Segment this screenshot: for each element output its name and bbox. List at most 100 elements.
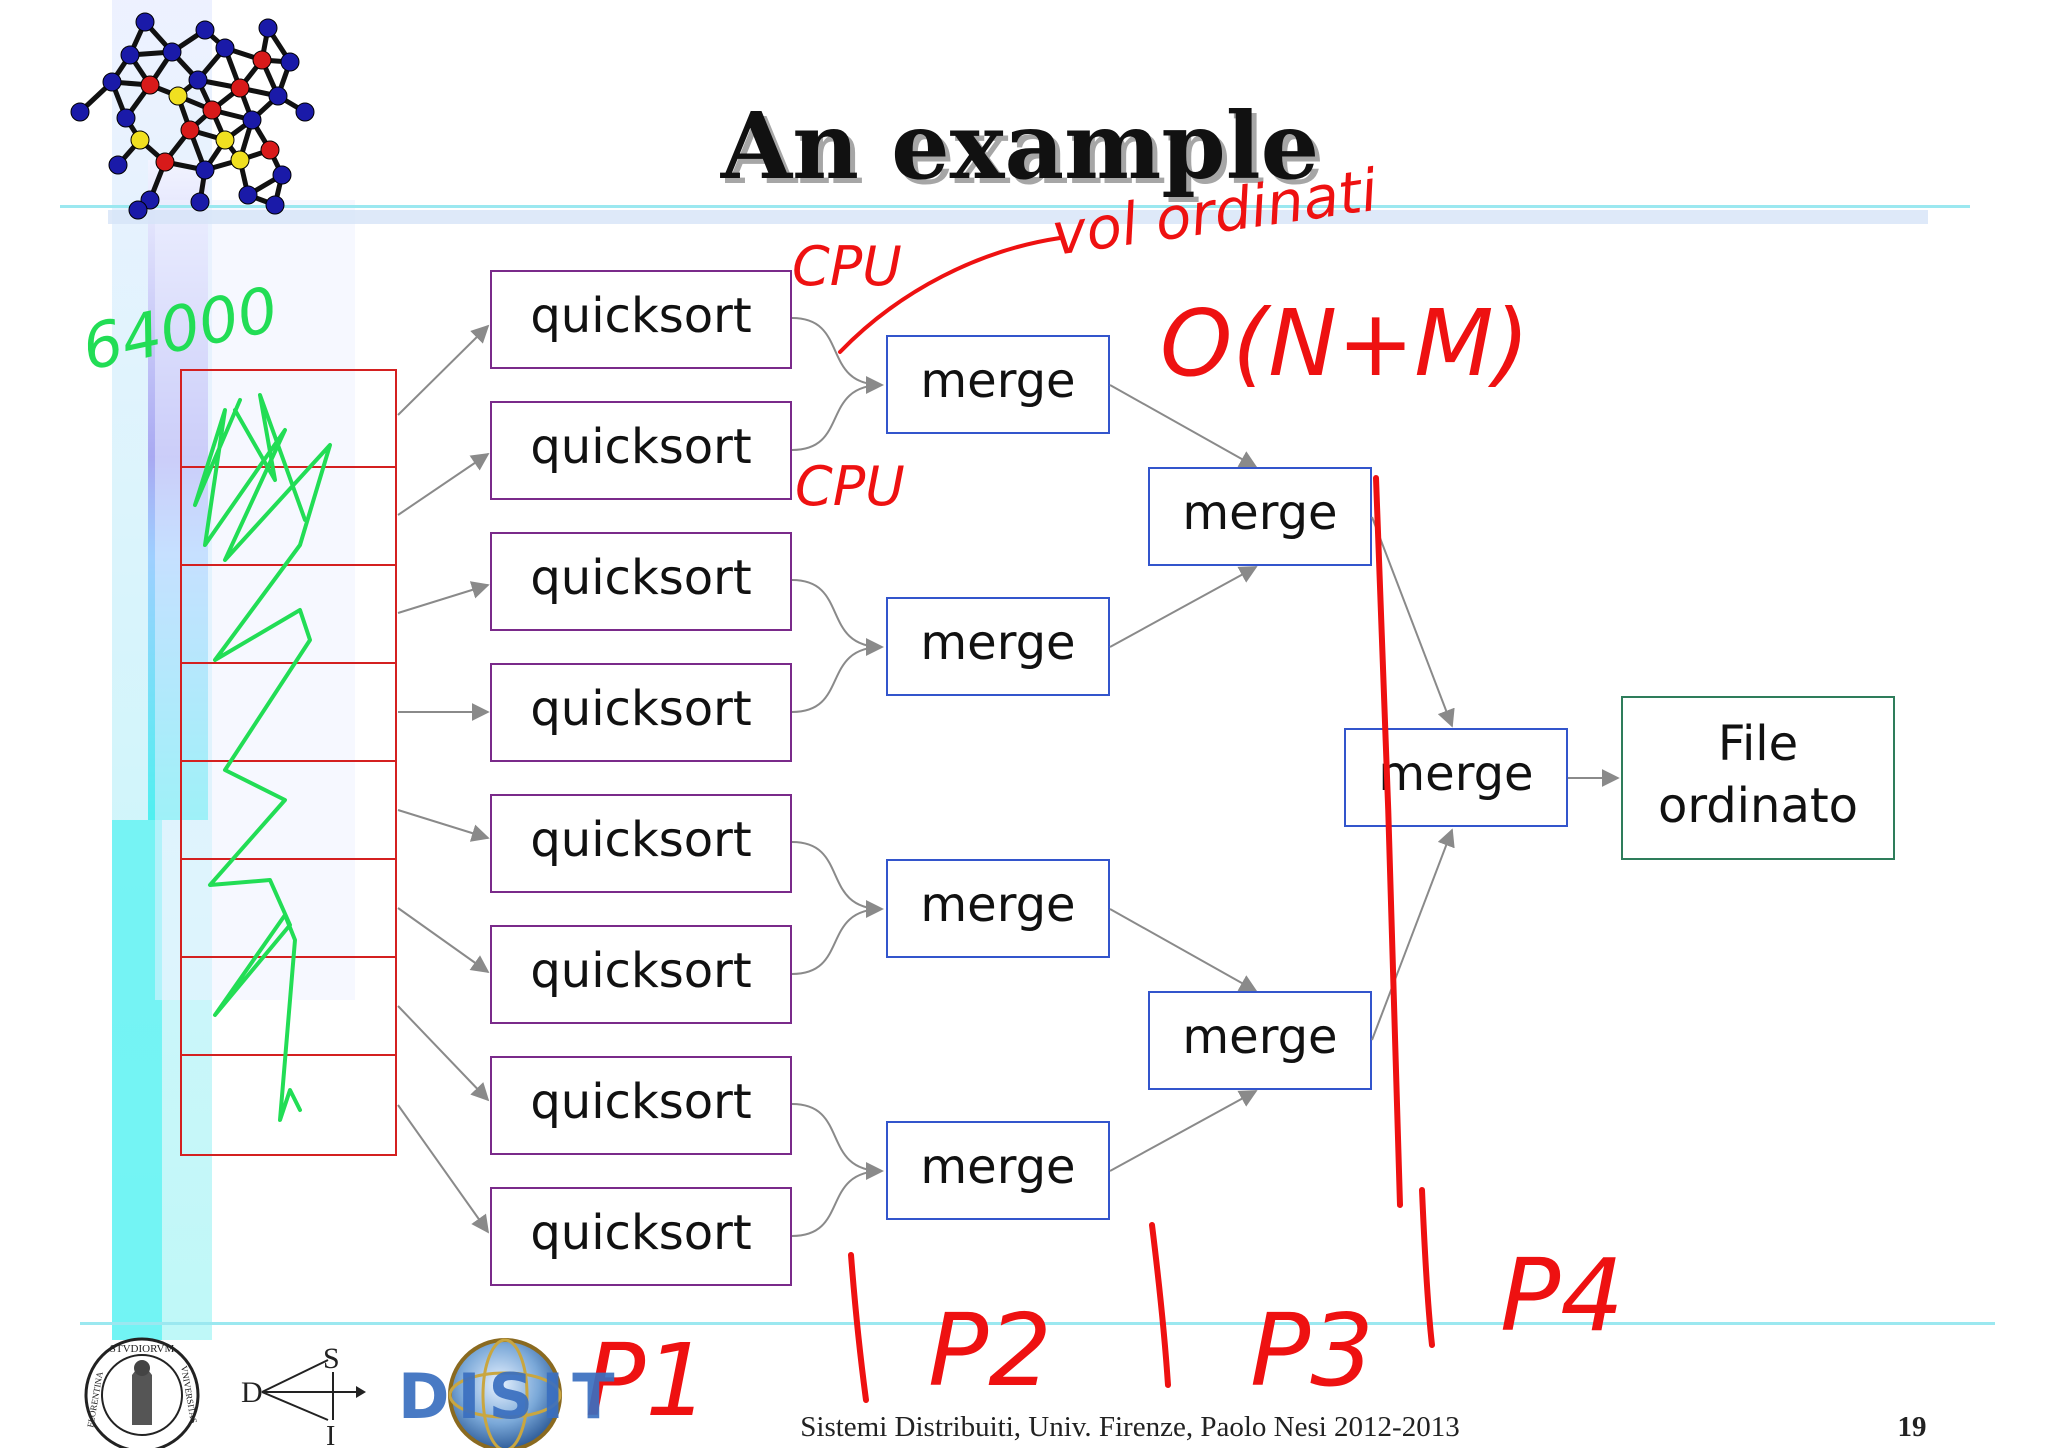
array-to-quicksort-arrows [397,324,490,1234]
merge-box: merge [886,1121,1110,1220]
green-zigzag-scribble-2 [233,393,307,522]
merge2-to-merge3-arrows [1371,516,1455,1041]
molecule-atom [238,185,258,205]
annotation-p3: P3 [1250,1292,1374,1409]
quicksort-label: quicksort [530,1205,751,1261]
molecule-atom [128,200,148,220]
merge-level-1: merge merge merge merge [886,335,1110,1220]
molecule-atom [215,38,235,58]
handwritten-annotations: 64000 CPU CPU vol ordinati O(N+M) P1 P2 … [76,156,1624,1439]
dsi-letter-d: D [241,1376,263,1409]
merge-box: merge [886,335,1110,434]
merge-label: merge [1378,746,1533,802]
molecule-atom [130,130,150,150]
red-separator-3 [1373,475,1403,1208]
molecule-atom [280,52,300,72]
molecule-atom [190,192,210,212]
quicksort-label: quicksort [530,288,751,344]
quicksort-to-merge-connectors [791,317,884,1237]
molecule-atom [195,20,215,40]
quicksort-box: quicksort [490,401,792,500]
input-array [180,369,397,1156]
molecule-atom [260,140,280,160]
molecule-logo [70,12,315,220]
quicksort-box: quicksort [490,794,792,893]
molecule-atom [215,130,235,150]
molecule-atom [272,165,292,185]
molecule-atom [295,102,315,122]
quicksort-label: quicksort [530,1074,751,1130]
molecule-atom [168,86,188,106]
green-zigzag-scribble [193,398,332,1122]
quicksort-column: quicksort quicksort quicksort quicksort … [490,270,792,1286]
merge-label: merge [920,877,1075,933]
molecule-atom [155,152,175,172]
molecule-atom [268,86,288,106]
quicksort-label: quicksort [530,550,751,606]
molecule-atom [116,108,136,128]
molecule-atom [202,100,222,120]
merge1-to-merge2-arrows [1109,384,1258,1172]
annotation-complexity: O(N+M) [1160,290,1529,397]
merge-label: merge [1182,485,1337,541]
molecule-atom [162,42,182,62]
molecule-atom [252,50,272,70]
molecule-atom [102,72,122,92]
annotation-p4: P4 [1500,1237,1624,1354]
molecule-atom [258,18,278,38]
output-label-line2: ordinato [1658,778,1858,834]
quicksort-box: quicksort [490,1056,792,1155]
merge-box: merge [886,597,1110,696]
red-separator-4 [1419,1187,1435,1348]
molecule-atom [120,45,140,65]
slide-title: An example [725,97,1324,205]
annotation-cpu-top: CPU [792,235,902,298]
output-file-box: File ordinato [1621,696,1895,860]
annotation-p2: P2 [928,1292,1052,1409]
molecule-atom [140,75,160,95]
disit-logo: DISIT [398,1338,623,1448]
quicksort-label: quicksort [530,681,751,737]
quicksort-label: quicksort [530,419,751,475]
merge-label: merge [920,353,1075,409]
molecule-atom [108,155,128,175]
merge-label: merge [920,615,1075,671]
merge-box-final: merge [1344,728,1568,827]
quicksort-box: quicksort [490,1187,792,1286]
red-separator-1 [848,1252,869,1403]
molecule-atom [188,70,208,90]
dsi-letter-s: S [323,1342,340,1375]
red-connector-stroke [838,236,1062,354]
seal-text-top: STVDIORVM [110,1343,175,1355]
quicksort-box: quicksort [490,270,792,369]
molecule-atom [195,160,215,180]
merge-label: merge [1182,1009,1337,1065]
quicksort-box: quicksort [490,532,792,631]
molecule-atom [180,120,200,140]
quicksort-box: quicksort [490,663,792,762]
molecule-atom [230,150,250,170]
output-label-line1: File [1718,716,1798,772]
page-number: 19 [1898,1411,1927,1443]
slide-title-shadowless: An example [720,92,1319,200]
quicksort-label: quicksort [530,812,751,868]
merge-level-2: merge merge [1148,467,1372,1090]
molecule-atom [135,12,155,32]
quicksort-label: quicksort [530,943,751,999]
merge-box: merge [1148,991,1372,1090]
quicksort-box: quicksort [490,925,792,1024]
university-seal: STVDIORVM FLORENTINA VNIVERSITAS [84,1337,200,1448]
merge-box: merge [886,859,1110,958]
annotation-p1: P1 [585,1322,709,1439]
disit-wordmark: DISIT [398,1360,623,1433]
molecule-atom [230,78,250,98]
merge-box: merge [1148,467,1372,566]
dsi-logo: D S I [241,1342,366,1448]
molecule-atom [265,195,285,215]
dsi-letter-i: I [326,1421,335,1448]
merge-label: merge [920,1139,1075,1195]
slide-decoration [60,0,1995,1340]
molecule-atom [242,110,262,130]
slide-footer: Sistemi Distribuiti, Univ. Firenze, Paol… [800,1411,1459,1443]
annotation-cpu-bottom: CPU [795,455,905,518]
